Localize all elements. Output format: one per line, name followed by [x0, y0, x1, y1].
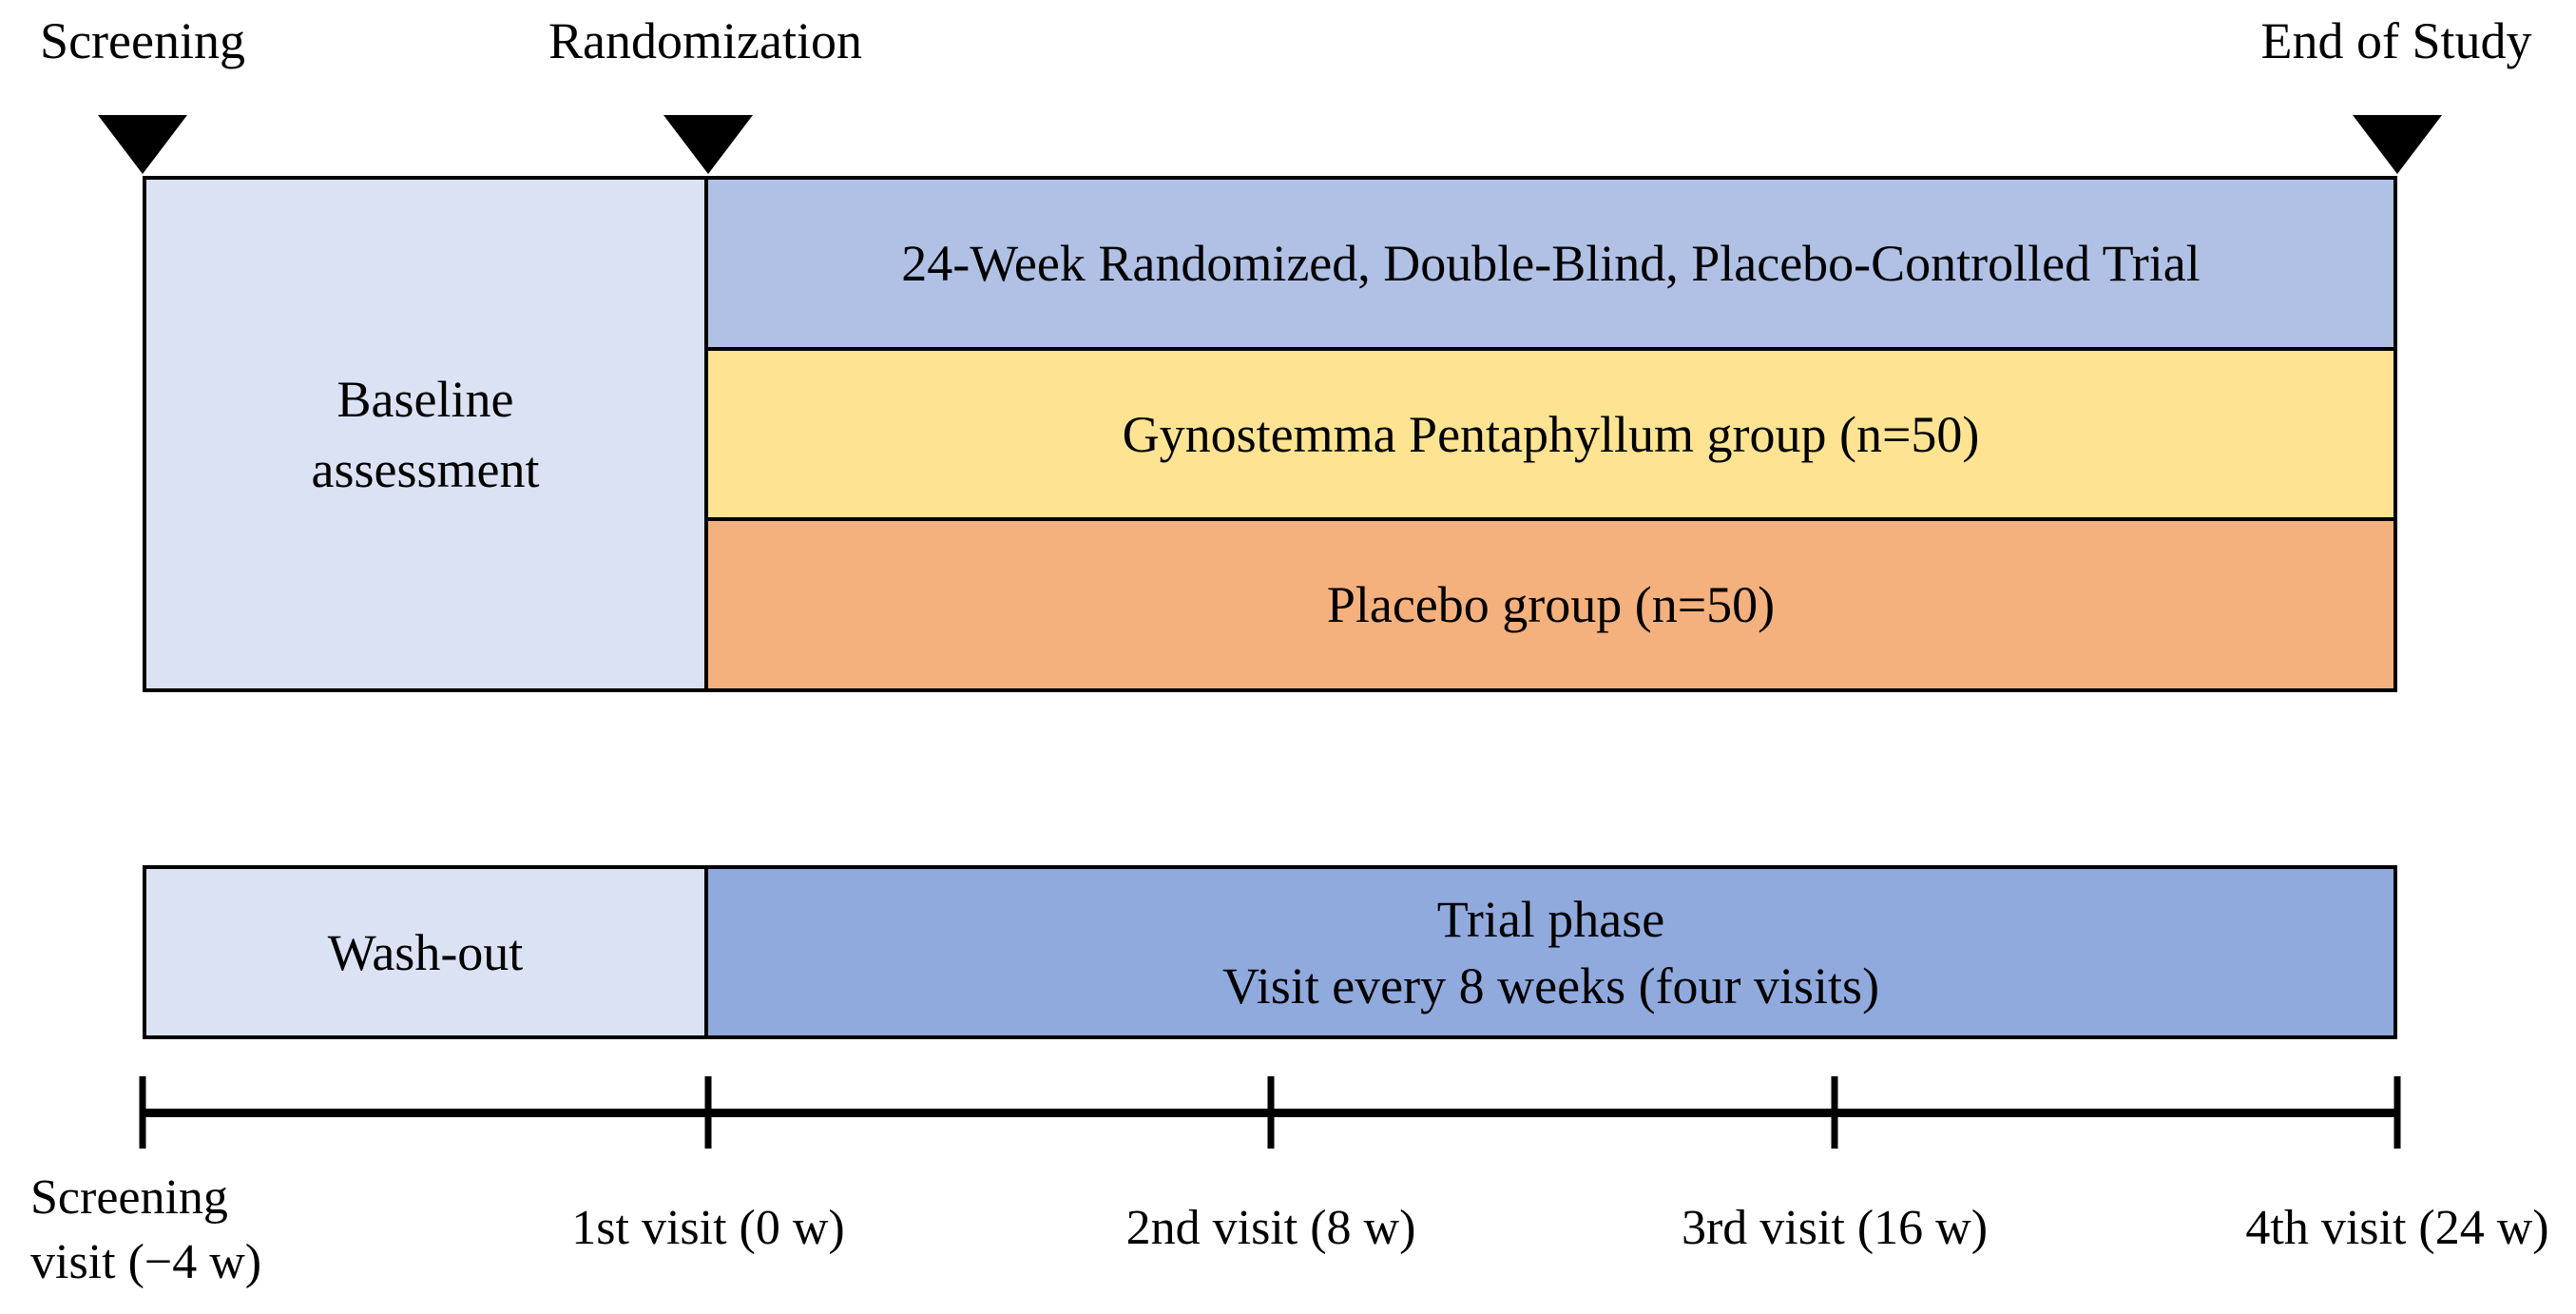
- placebo-group-label: Placebo group (n=50): [1326, 576, 1776, 634]
- trial-phase-label-line1: Trial phase: [1436, 890, 1665, 948]
- timeline-tick-screening: [139, 1076, 146, 1149]
- trial-title-bar: 24-Week Randomized, Double-Blind, Placeb…: [708, 180, 2393, 347]
- baseline-assessment-box: Baseline assessment: [146, 180, 708, 688]
- trial-phase-bar: Trial phase Visit every 8 weeks (four vi…: [708, 869, 2393, 1035]
- trial-design-block: Baseline assessment 24-Week Randomized, …: [143, 176, 2397, 692]
- timeline-tick-visit4: [2393, 1076, 2401, 1149]
- washout-label: Wash-out: [327, 923, 524, 981]
- baseline-assessment-label-line2: assessment: [311, 440, 540, 498]
- randomization-triangle-down-icon: [663, 115, 753, 174]
- trial-phase-label-line2: Visit every 8 weeks (four visits): [1221, 957, 1880, 1014]
- trial-title-label: 24-Week Randomized, Double-Blind, Placeb…: [901, 234, 2201, 292]
- study-phase-block: Wash-out Trial phase Visit every 8 weeks…: [143, 865, 2397, 1039]
- timeline-label-screening-visit-line2: visit (−4 w): [30, 1235, 262, 1289]
- timeline-tick-visit2: [1267, 1076, 1275, 1149]
- timeline-label-screening-visit-line1: Screening: [30, 1170, 228, 1225]
- placebo-group-bar: Placebo group (n=50): [708, 517, 2393, 689]
- timeline-label-visit3: 3rd visit (16 w): [1681, 1201, 1989, 1255]
- timeline-label-visit4: 4th visit (24 w): [2245, 1201, 2549, 1255]
- end-of-study-marker-label: End of Study: [2260, 12, 2532, 69]
- washout-box: Wash-out: [146, 869, 708, 1035]
- timeline-tick-visit1: [704, 1076, 712, 1149]
- randomization-marker-label: Randomization: [548, 12, 862, 69]
- gynostemma-group-label: Gynostemma Pentaphyllum group (n=50): [1122, 405, 1980, 463]
- screening-triangle-down-icon: [98, 115, 187, 174]
- screening-marker-label: Screening: [40, 12, 245, 69]
- timeline-label-visit1: 1st visit (0 w): [571, 1201, 845, 1255]
- trial-arms-column: 24-Week Randomized, Double-Blind, Placeb…: [708, 180, 2393, 689]
- gynostemma-group-bar: Gynostemma Pentaphyllum group (n=50): [708, 346, 2393, 518]
- timeline-label-screening-visit: Screening visit (−4 w): [30, 1166, 261, 1295]
- timeline-tick-visit3: [1831, 1076, 1838, 1149]
- end-of-study-triangle-down-icon: [2353, 115, 2442, 174]
- timeline-label-visit2: 2nd visit (8 w): [1125, 1201, 1416, 1255]
- baseline-assessment-label-line1: Baseline: [336, 370, 514, 428]
